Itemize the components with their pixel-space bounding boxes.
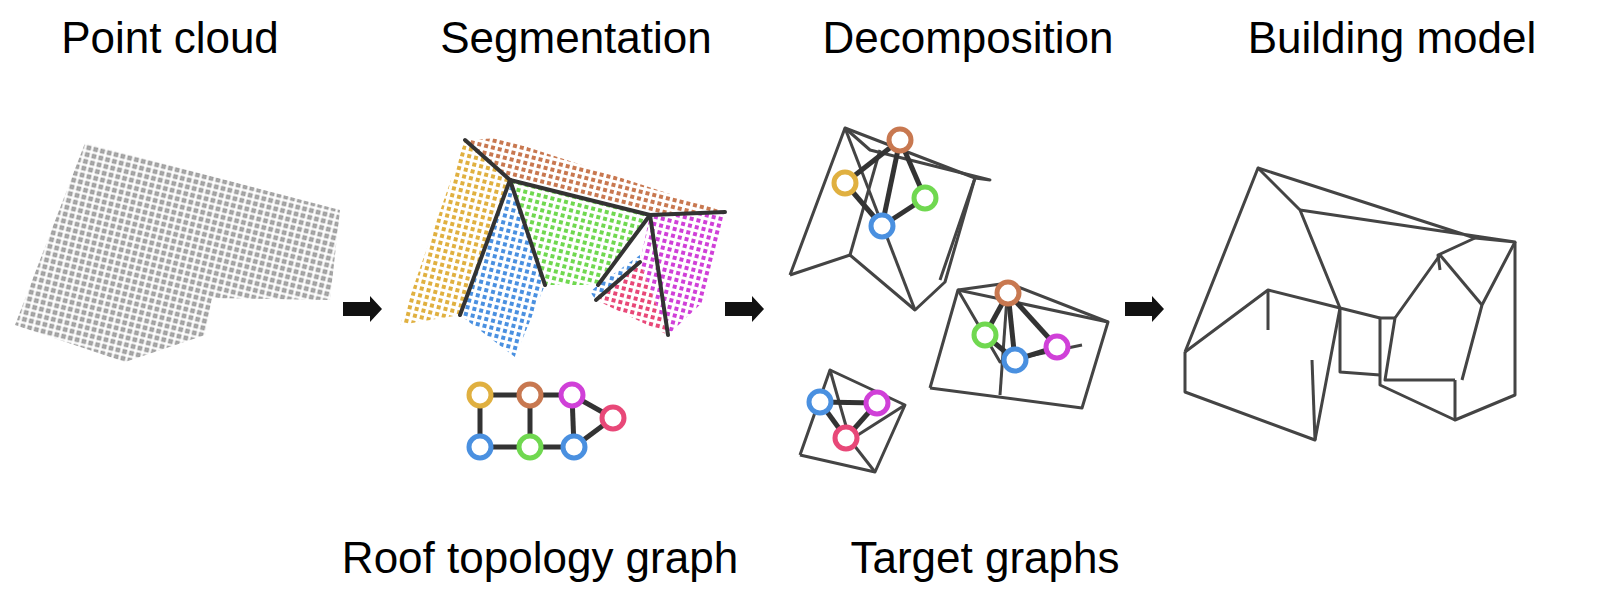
column-heading: Decomposition <box>822 16 1113 60</box>
graph-caption: Target graphs <box>850 536 1119 580</box>
target-graphs <box>809 129 1068 449</box>
topology-graph <box>469 384 624 458</box>
column-heading: Building model <box>1248 16 1537 60</box>
graph-caption: Roof topology graph <box>342 536 738 580</box>
building-model <box>1185 168 1515 440</box>
primitive-wireframes <box>790 128 1108 472</box>
segmented-cloud <box>400 138 725 357</box>
column-heading: Point cloud <box>61 16 279 60</box>
point-cloud <box>15 143 340 362</box>
column-heading: Segmentation <box>440 16 712 60</box>
